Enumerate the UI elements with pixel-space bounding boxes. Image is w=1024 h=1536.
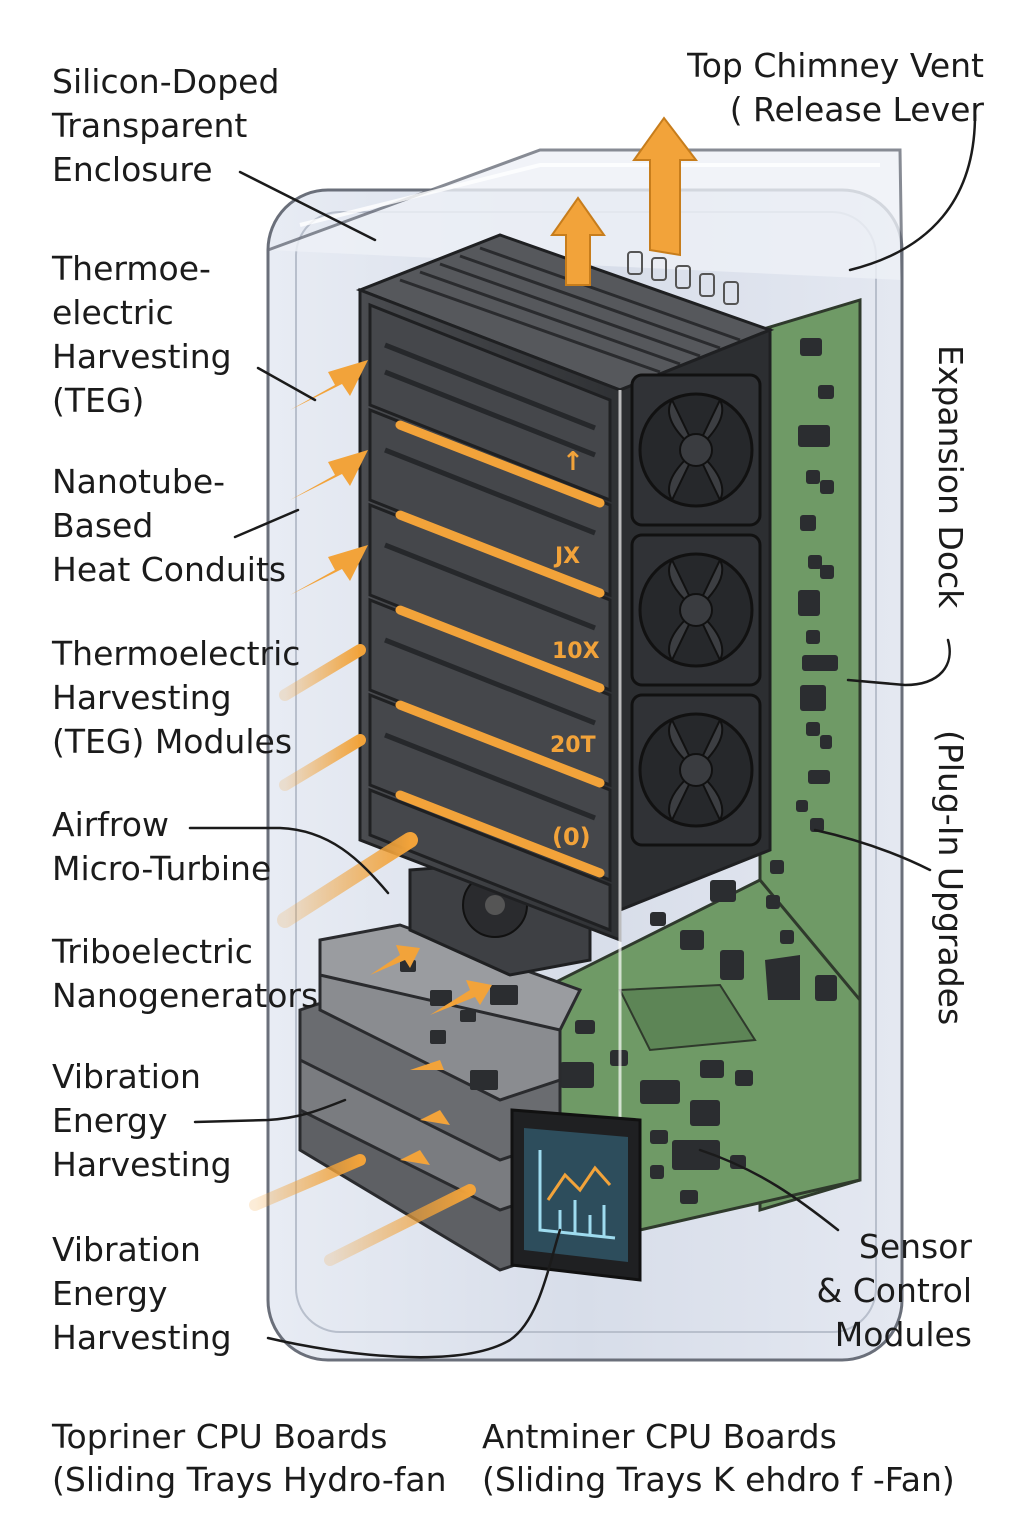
fan-icon [630, 693, 762, 847]
label-chimney: Top Chimney Vent ( Release Lever [687, 46, 984, 129]
airflow-arrow-icon [550, 116, 699, 286]
label-teg-modules: Thermoelectric Harvesting (TEG) Modules [52, 634, 301, 761]
leader-lines [188, 113, 977, 1359]
sliding-tray-stack [298, 923, 583, 1272]
label-sensor: Sensor & Control Modules [816, 1227, 972, 1354]
caption-left: Topriner CPU Boards (Sliding Trays Hydro… [52, 1417, 447, 1499]
label-vibration-1: Vibration Energy Harvesting [52, 1057, 232, 1184]
top-chimney-vent [627, 251, 739, 305]
label-turbine: Airfrow Micro-Turbine [52, 805, 272, 888]
tray-badge: JX [553, 544, 580, 569]
label-enclosure: Silicon-Doped Transparent Enclosure [52, 62, 280, 189]
tray-badge: ↑ [562, 447, 584, 477]
airflow-arrow-icon [249, 360, 476, 1266]
airflow-arrow-icon [370, 945, 492, 1165]
tray-badge: (0) [552, 823, 591, 851]
label-plugin-upgrades: (Plug-In Upgrades [931, 730, 970, 1026]
cpu-tray-slots: ↑ JX 10X 20T (0) [368, 302, 612, 933]
tray-badge: 10X [552, 639, 600, 664]
label-tribo: Triboelectric Nanogenerators [52, 932, 319, 1015]
label-teg-top: Thermoe- electric Harvesting (TEG) [52, 249, 232, 420]
label-vibration-2: Vibration Energy Harvesting [52, 1230, 232, 1357]
fan-array [630, 373, 762, 847]
sensor-monitor [510, 1108, 642, 1282]
line-chart-icon [538, 1150, 616, 1240]
fan-icon [630, 533, 762, 687]
label-nanotube: Nanotube- Based Heat Conduits [52, 462, 287, 589]
tray-badge: 20T [550, 733, 596, 758]
caption-right: Antminer CPU Boards (Sliding Trays K ehd… [482, 1417, 955, 1499]
label-expansion-dock: Expansion Dock [931, 345, 970, 609]
fan-icon [630, 373, 762, 527]
